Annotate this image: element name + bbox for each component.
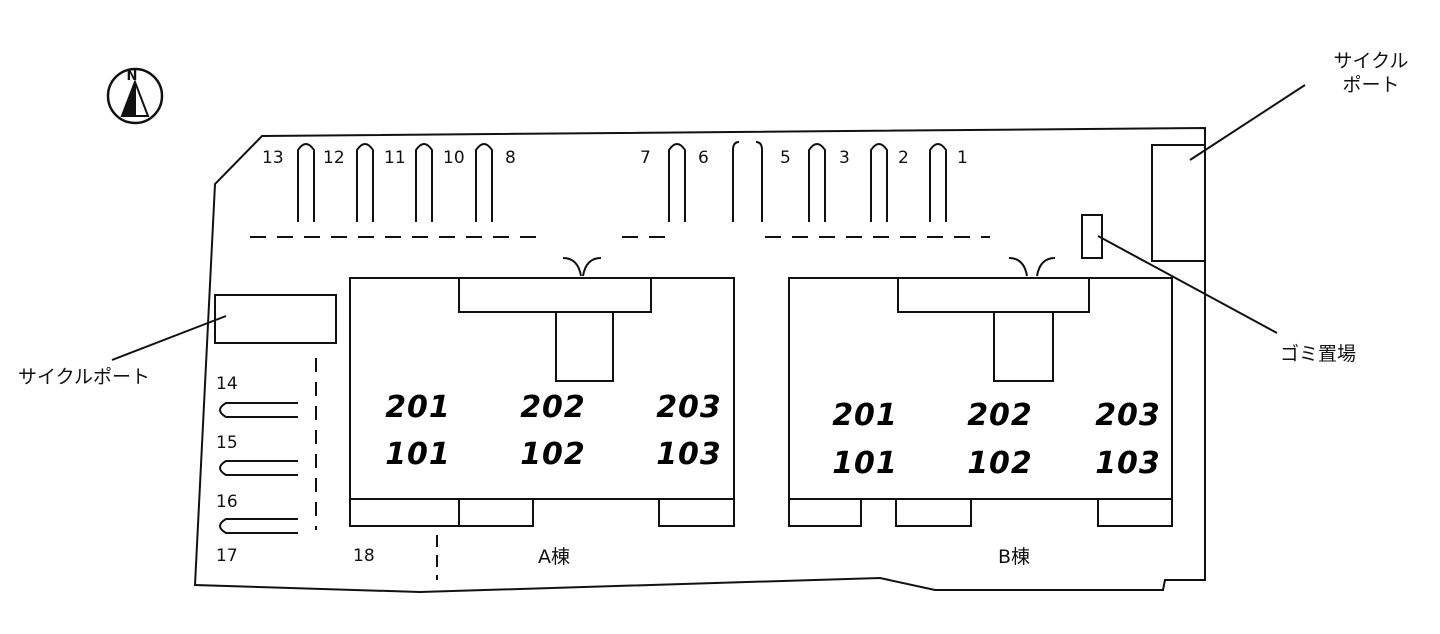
unit-number: 201 — [832, 398, 898, 433]
unit-number: 203 — [656, 390, 722, 425]
unit-number: 102 — [520, 437, 586, 472]
unit-number: 102 — [967, 446, 1033, 481]
parking-divider — [755, 141, 763, 222]
building-b-label: B棟 — [997, 546, 1031, 568]
parking-divider — [870, 143, 888, 222]
parking-spot-label: 5 — [780, 148, 791, 168]
building-b-core — [993, 311, 1054, 382]
parking-divider — [475, 143, 493, 222]
unit-number: 202 — [520, 390, 586, 425]
cycle-port-label: サイクルポート — [18, 366, 151, 388]
parking-spot-label: 6 — [698, 148, 709, 168]
parking-divider — [808, 143, 826, 222]
parking-spot-label: 14 — [216, 374, 238, 394]
parking-spot-label: 2 — [898, 148, 909, 168]
cycle-port-label: ポート — [1342, 74, 1400, 96]
building-a-core — [555, 311, 614, 382]
unit-number: 103 — [656, 437, 722, 472]
parking-divider — [415, 143, 433, 222]
building-b-balcony — [895, 498, 972, 527]
parking-divider — [668, 143, 686, 222]
building-b-balcony — [788, 498, 862, 527]
garbage-area-label: ゴミ置場 — [1280, 343, 1357, 365]
building-a-entrance — [562, 257, 602, 277]
parking-spot-label: 11 — [384, 148, 406, 168]
building-a-stair — [458, 277, 652, 313]
building-a-balcony — [458, 498, 534, 527]
garbage-area — [1081, 214, 1103, 259]
parking-spot-label: 8 — [505, 148, 516, 168]
parking-divider — [219, 460, 298, 476]
compass-north-label: N — [126, 69, 138, 84]
parking-spot-label: 13 — [262, 148, 284, 168]
building-a-balcony — [349, 498, 460, 527]
leader-line — [1097, 235, 1278, 334]
parking-spot-label: 18 — [353, 546, 375, 566]
unit-number: 203 — [1095, 398, 1161, 433]
compass-icon — [106, 67, 164, 125]
parking-divider — [732, 141, 740, 222]
parking-divider — [356, 143, 374, 222]
unit-number: 101 — [832, 446, 898, 481]
parking-spot-label: 7 — [640, 148, 651, 168]
building-b-balcony — [1097, 498, 1173, 527]
parking-spot-label: 10 — [443, 148, 465, 168]
parking-divider — [219, 402, 298, 418]
building-a-label: A棟 — [538, 546, 570, 568]
unit-number: 201 — [385, 390, 451, 425]
parking-spot-label: 1 — [957, 148, 968, 168]
cycle-port-label: サイクル — [1333, 50, 1409, 72]
cycle-port-left — [214, 294, 337, 344]
parking-spot-label: 15 — [216, 433, 238, 453]
site-boundary — [193, 126, 1206, 594]
building-a-balcony — [658, 498, 735, 527]
cycle-port-top-right — [1151, 144, 1206, 262]
unit-number: 101 — [385, 437, 451, 472]
building-b-stair — [897, 277, 1090, 313]
unit-number: 202 — [967, 398, 1033, 433]
parking-divider — [297, 143, 315, 222]
parking-divider — [219, 518, 298, 534]
parking-divider — [929, 143, 947, 222]
parking-spot-label: 3 — [839, 148, 850, 168]
unit-number: 103 — [1095, 446, 1161, 481]
parking-spot-label: 12 — [323, 148, 345, 168]
building-b-entrance — [1008, 257, 1056, 277]
parking-spot-label: 17 — [216, 546, 238, 566]
leader-line — [1189, 84, 1306, 161]
parking-spot-label: 16 — [216, 492, 238, 512]
leader-line — [111, 315, 227, 361]
